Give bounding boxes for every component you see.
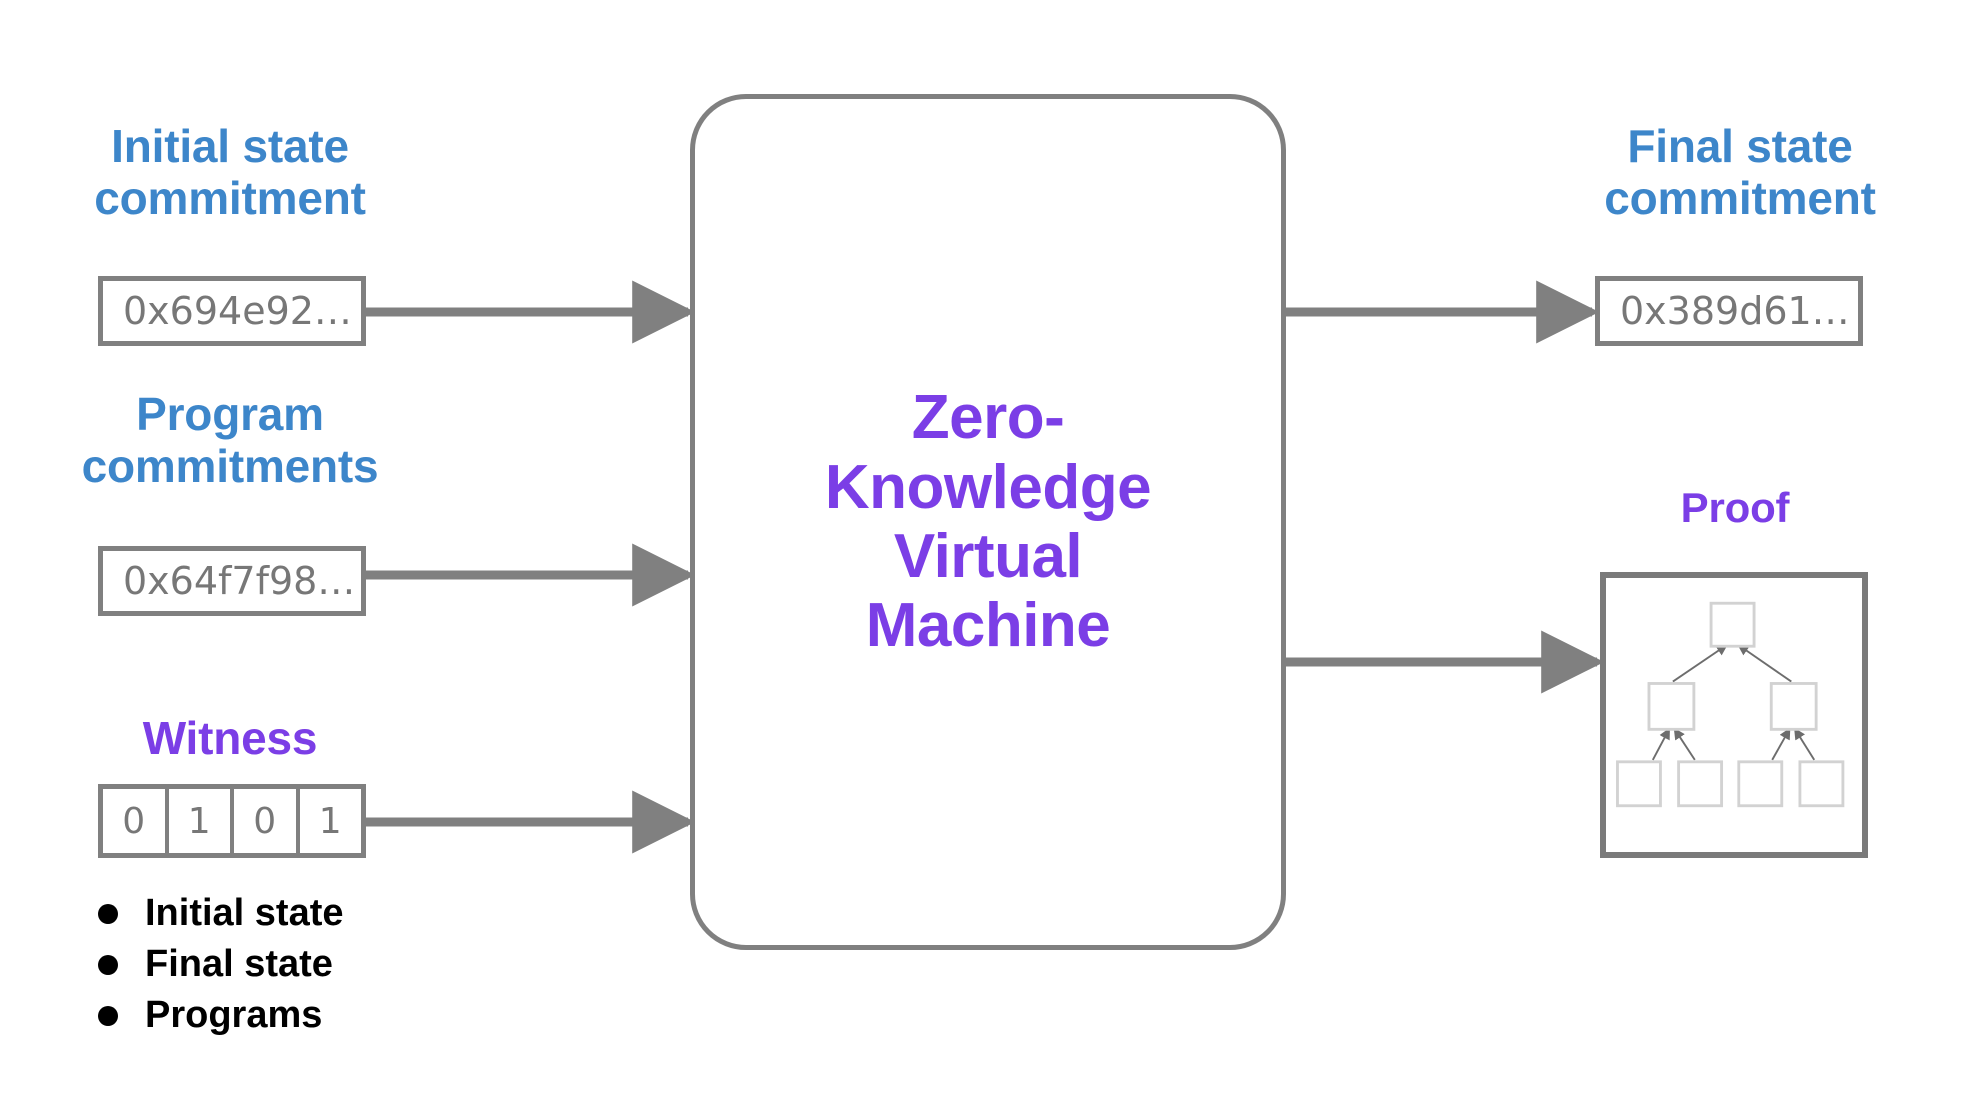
- initial-state-commitment-label: Initial state commitment: [94, 120, 366, 225]
- merkle-leaf-node: [1798, 760, 1845, 808]
- bullet-dot-icon: [98, 903, 118, 924]
- initial-state-hash-value: 0x694e92…: [98, 276, 366, 346]
- merkle-leaf-node: [1616, 760, 1662, 808]
- list-item-label: Final state: [145, 943, 333, 985]
- proof-label: Proof: [1680, 484, 1790, 531]
- program-commitments-label: Program commitments: [81, 388, 379, 493]
- bullet-dot-icon: [98, 954, 118, 975]
- zero-knowledge-vm-box: Zero- Knowledge Virtual Machine: [690, 94, 1286, 950]
- proof-box: [1600, 572, 1868, 858]
- list-item: Initial state: [98, 888, 518, 939]
- merkle-branch-node: [1769, 682, 1818, 731]
- merkle-branch-node: [1647, 682, 1696, 731]
- merkle-tree-illustration: [1616, 601, 1845, 808]
- bullet-dot-icon: [98, 1005, 118, 1026]
- program-commitment-hash-value: 0x64f7f98…: [98, 546, 366, 616]
- witness-cell: 1: [318, 800, 342, 842]
- list-item: Programs: [98, 990, 518, 1041]
- zero-knowledge-vm-title: Zero- Knowledge Virtual Machine: [824, 383, 1152, 661]
- list-item-label: Programs: [145, 994, 323, 1036]
- final-state-commitment-label: Final state commitment: [1604, 120, 1876, 225]
- witness-cell: 0: [103, 789, 169, 853]
- merkle-root-node: [1709, 601, 1756, 648]
- final-state-hash-value: 0x389d61…: [1595, 276, 1863, 346]
- list-item-label: Initial state: [145, 892, 344, 934]
- witness-cell: 0: [234, 789, 300, 853]
- merkle-leaf-node: [1737, 760, 1784, 808]
- merkle-leaf-node: [1677, 760, 1724, 808]
- witness-contents-list: Initial state Final state Programs: [98, 888, 518, 1041]
- witness-cell: 1: [169, 789, 234, 853]
- witness-bit-array: 0 1 0 1: [98, 784, 366, 858]
- witness-label: Witness: [142, 712, 318, 764]
- list-item: Final state: [98, 939, 518, 990]
